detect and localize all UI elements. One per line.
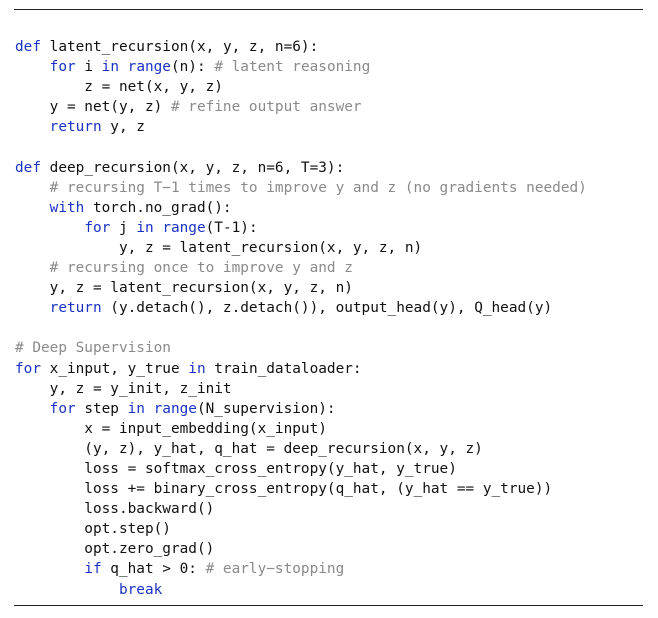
code-token-plain — [15, 300, 50, 316]
code-line: opt.zero_grad() — [15, 539, 587, 559]
code-token-plain — [119, 59, 128, 75]
code-token-keyword: return — [49, 300, 102, 317]
code-token-keyword: in — [136, 219, 154, 236]
code-line: for x_input, y_true in train_dataloader: — [15, 359, 587, 379]
code-line: z = net(x, y, z) — [15, 77, 587, 97]
code-token-plain — [154, 220, 163, 236]
code-line: if q_hat > 0: # early−stopping — [15, 559, 587, 579]
code-line: for step in range(N_supervision): — [15, 399, 587, 419]
code-line: return y, z — [15, 117, 587, 137]
code-line: def latent_recursion(x, y, z, n=6): — [15, 37, 587, 57]
code-line: opt.step() — [15, 519, 587, 539]
code-line: (y, z), y_hat, q_hat = deep_recursion(x,… — [15, 439, 587, 459]
code-token-plain: y, z — [101, 119, 145, 136]
code-line: # recursing once to improve y and z — [15, 258, 587, 278]
code-token-keyword: return — [49, 119, 102, 136]
code-token-plain: (y.detach(), z.detach()), output_head(y)… — [101, 300, 553, 317]
code-token-plain: j — [110, 219, 137, 236]
code-token-plain: y = net(y, z) — [15, 99, 171, 116]
code-token-keyword: def — [15, 39, 41, 55]
code-line: def deep_recursion(x, y, z, n=6, T=3): — [15, 158, 587, 178]
code-token-keyword: def — [15, 159, 41, 176]
code-line — [15, 137, 587, 157]
code-token-keyword: for — [49, 59, 76, 76]
code-token-plain: step — [75, 400, 128, 417]
code-line — [15, 318, 587, 338]
code-token-keyword: in — [101, 59, 119, 76]
code-token-plain: opt.zero_grad() — [15, 541, 215, 558]
code-line: for i in range(n): # latent reasoning — [15, 57, 587, 77]
code-token-comment: # early−stopping — [205, 561, 345, 578]
code-token-keyword: for — [49, 400, 76, 417]
code-token-plain — [15, 220, 84, 236]
code-token-plain: train_dataloader: — [205, 360, 362, 377]
code-line: for j in range(T-1): — [15, 218, 587, 238]
code-token-comment: # recursing T−1 times to improve y and z… — [49, 179, 587, 196]
code-token-comment: # Deep Supervision — [15, 340, 171, 357]
code-token-plain: deep_recursion(x, y, z, n=6, T=3): — [41, 159, 345, 176]
code-token-plain: x_input, y_true — [41, 360, 189, 377]
code-token-comment: # recursing once to improve y and z — [49, 260, 353, 277]
code-line: y, z = latent_recursion(x, y, z, n) — [15, 238, 587, 258]
code-token-plain: opt.step() — [15, 521, 171, 538]
code-token-plain — [15, 401, 50, 417]
code-token-plain — [15, 200, 50, 216]
code-token-keyword: for — [15, 360, 41, 377]
code-token-plain: loss.backward() — [15, 501, 215, 518]
code-line: # recursing T−1 times to improve y and z… — [15, 178, 587, 198]
code-line: y, z = latent_recursion(x, y, z, n) — [15, 278, 587, 298]
code-token-keyword: break — [118, 581, 163, 598]
code-listing: def latent_recursion(x, y, z, n=6): for … — [15, 37, 587, 600]
code-token-keyword: in — [127, 400, 145, 417]
code-line: loss = softmax_cross_entropy(y_hat, y_tr… — [15, 459, 587, 479]
code-line: with torch.no_grad(): — [15, 198, 587, 218]
code-token-keyword: with — [49, 199, 85, 216]
code-token-plain: (T-1): — [205, 219, 258, 236]
top-rule — [14, 9, 643, 10]
code-token-keyword: if — [84, 561, 102, 578]
code-token-plain: (N_supervision): — [196, 400, 336, 417]
code-token-plain — [15, 582, 119, 598]
code-token-keyword: range — [162, 219, 206, 236]
code-token-plain — [15, 260, 50, 276]
code-token-plain: z = net(x, y, z) — [15, 79, 223, 96]
code-token-plain: (n): — [170, 59, 215, 76]
code-line: y = net(y, z) # refine output answer — [15, 97, 587, 117]
code-token-plain: loss += binary_cross_entropy(q_hat, (y_h… — [15, 481, 553, 498]
code-token-plain: y, z = latent_recursion(x, y, z, n) — [15, 239, 423, 256]
code-token-plain: latent_recursion(x, y, z, n=6): — [41, 39, 319, 55]
code-token-plain: i — [75, 59, 102, 76]
code-token-plain — [145, 401, 154, 417]
code-token-plain: x = input_embedding(x_input) — [15, 420, 327, 437]
code-token-comment: # refine output answer — [170, 99, 362, 116]
code-token-plain: y, z = latent_recursion(x, y, z, n) — [15, 280, 353, 297]
code-token-keyword: for — [84, 219, 111, 236]
code-line: y, z = y_init, z_init — [15, 379, 587, 399]
code-token-keyword: in — [188, 360, 206, 377]
code-token-plain — [15, 59, 50, 75]
code-token-plain: y, z = y_init, z_init — [15, 380, 232, 397]
code-line: break — [15, 580, 587, 600]
code-token-plain — [15, 180, 50, 196]
code-line: loss += binary_cross_entropy(q_hat, (y_h… — [15, 479, 587, 499]
code-token-plain: loss = softmax_cross_entropy(y_hat, y_tr… — [15, 460, 457, 477]
bottom-rule — [14, 605, 643, 606]
code-token-plain — [15, 119, 50, 135]
code-token-keyword: range — [127, 59, 171, 76]
code-line: return (y.detach(), z.detach()), output_… — [15, 298, 587, 318]
code-token-keyword: range — [153, 400, 197, 417]
code-token-comment: # latent reasoning — [214, 59, 371, 76]
code-token-plain — [15, 561, 84, 577]
code-line: # Deep Supervision — [15, 338, 587, 358]
code-line: x = input_embedding(x_input) — [15, 419, 587, 439]
code-token-plain: torch.no_grad(): — [84, 199, 232, 216]
code-line: loss.backward() — [15, 499, 587, 519]
code-token-plain: q_hat > 0: — [101, 561, 206, 578]
code-token-plain: (y, z), y_hat, q_hat = deep_recursion(x,… — [15, 440, 483, 457]
